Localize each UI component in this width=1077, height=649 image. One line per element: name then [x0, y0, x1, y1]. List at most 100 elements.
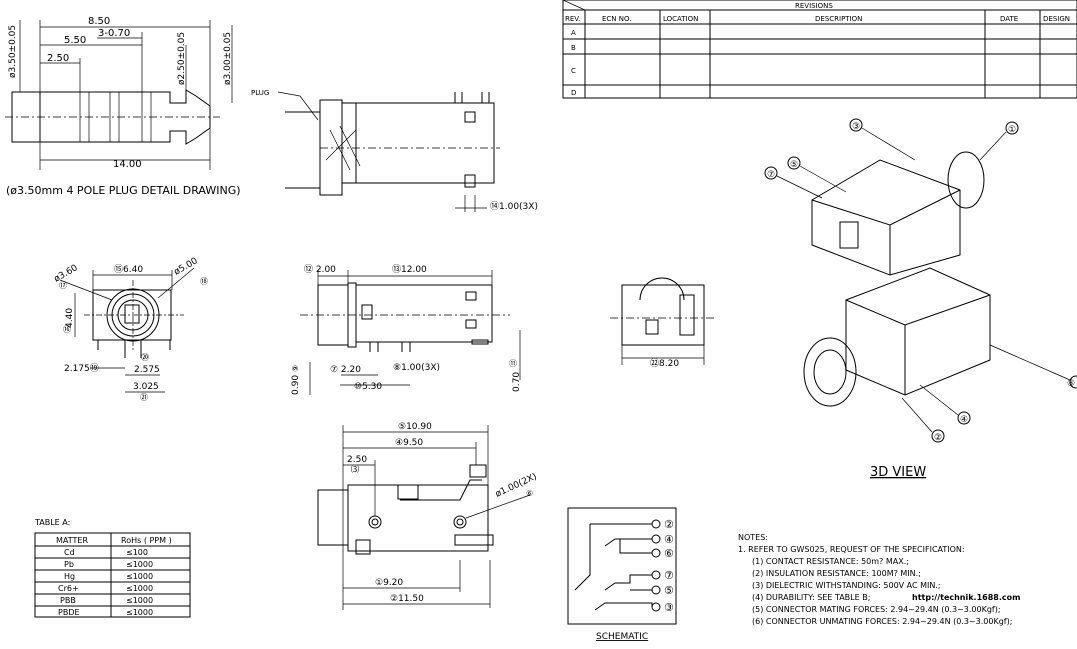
- front-balloon-17: ⑰: [59, 281, 67, 290]
- bottom-dim-overall: ⑤10.90: [398, 422, 432, 432]
- rev-row-d: D: [571, 89, 576, 97]
- top-view-drawing: [300, 270, 521, 395]
- notes-url[interactable]: http://technik.1688.com: [912, 593, 1020, 602]
- table-a-value-cd: ≤100: [126, 548, 148, 557]
- bottom-dim-pitch: ①9.20: [375, 578, 403, 588]
- table-a-title: TABLE A:: [34, 518, 70, 527]
- plug-caption: (ø3.50mm 4 POLE PLUG DETAIL DRAWING): [6, 184, 241, 197]
- table-a-value-pb: ≤1000: [126, 560, 153, 569]
- iso-balloon-circle-2: [931, 429, 945, 443]
- bottom-balloon-6: ⑥: [526, 489, 533, 498]
- plug-dim-dia-tip: ø2.50±0.05: [177, 32, 187, 85]
- top-dim-pin-height: 0.90: [291, 375, 301, 395]
- rev-header-ecn: ECN NO.: [602, 15, 631, 23]
- rev-header-description: DESCRIPTION: [815, 15, 862, 23]
- rev-header-rev: REV.: [565, 15, 580, 23]
- table-a-row-pb: Pb: [64, 560, 74, 569]
- front-view-drawing: [59, 267, 195, 393]
- rev-header-date: DATE: [1000, 15, 1018, 23]
- plug-dim-total: 14.00: [113, 159, 142, 170]
- bottom-view-drawing: [317, 425, 531, 610]
- table-a-row-cr6: Cr6+: [58, 584, 79, 593]
- front-dim-pin-span: 3.025: [133, 382, 159, 392]
- iso-balloon-3: ③: [852, 122, 860, 132]
- plug-dim-length: 8.50: [88, 16, 110, 27]
- notes-line-5: (4) DURABILITY: SEE TABLE B;: [752, 593, 870, 602]
- front-balloon-18: ⑱: [200, 277, 208, 286]
- iso-balloon-circle-7: [764, 166, 778, 180]
- notes-line-4: (3) DIELECTRIC WITHSTANDING: 500V AC MIN…: [752, 581, 941, 590]
- front-dim-pin-pitch: 2.575: [134, 365, 160, 375]
- schematic-caption: SCHEMATIC: [596, 632, 648, 642]
- notes-line-1: 1. REFER TO GWS025, REQUEST OF THE SPECI…: [738, 545, 965, 554]
- schematic-pin-3: ③: [664, 601, 674, 614]
- rev-row-c: C: [571, 67, 576, 75]
- schematic-pin-5: ⑤: [664, 584, 674, 597]
- top-dim-pin-pos: ⑦ 2.20: [330, 365, 361, 375]
- top-dim-pin-width: ⑧1.00(3X): [393, 363, 440, 373]
- bottom-dim-hole: 2.50: [347, 455, 367, 465]
- table-a-row-pbb: PBB: [60, 596, 76, 605]
- schematic-pin-7: ⑦: [664, 569, 674, 582]
- bottom-dim-body: ④9.50: [395, 438, 423, 448]
- iso-balloon-4: ④: [960, 415, 968, 425]
- end-view-drawing: [610, 277, 715, 365]
- iso-balloon-7: ⑦: [767, 170, 775, 180]
- side-view-drawing: [277, 91, 500, 212]
- schematic-pin-4: ④: [664, 533, 674, 546]
- front-balloon-20: ⑳: [141, 353, 149, 362]
- iso-balloon-circle-6: [1069, 375, 1077, 389]
- notes-line-6: (5) CONNECTOR MATING FORCES: 2.94~29.4N …: [752, 605, 1001, 614]
- notes-title: NOTES:: [738, 533, 768, 542]
- top-balloon-11: ⑪: [509, 359, 517, 368]
- schematic-pin-2: ②: [664, 518, 674, 531]
- top-dim-front: ⑫ 2.00: [304, 264, 336, 275]
- front-balloon-21: ㉑: [140, 393, 148, 402]
- end-dim-width: ㉒8.20: [650, 358, 679, 369]
- table-a-grid: [34, 532, 191, 618]
- iso-balloon-circle-1: [1005, 121, 1019, 135]
- top-dim-tab: 0.70: [512, 372, 522, 392]
- iso-balloon-2: ②: [934, 433, 942, 443]
- plug-dim-dia-body: ø3.50±0.05: [8, 25, 18, 78]
- bottom-dim-span: ②11.50: [390, 594, 424, 604]
- iso-balloon-circle-5: [787, 156, 801, 170]
- iso-view-drawing: [776, 127, 1071, 433]
- front-dim-width: ⑮6.40: [114, 264, 143, 275]
- schematic-pin-6: ⑥: [664, 547, 674, 560]
- front-dim-height: 4.40: [65, 308, 75, 328]
- plug-dim-rings: 3-0.70: [98, 28, 130, 39]
- iso-view-caption: 3D VIEW: [870, 465, 926, 480]
- table-a-value-pbb: ≤1000: [126, 596, 153, 605]
- iso-balloon-circle-4: [957, 411, 971, 425]
- iso-balloon-6: ⑥: [1067, 379, 1075, 389]
- revisions-title: REVISIONS: [795, 2, 833, 10]
- iso-balloon-5: ⑤: [790, 160, 798, 170]
- top-dim-length: ⑬12.00: [392, 264, 427, 275]
- rev-row-a: A: [571, 29, 576, 37]
- table-a-value-cr6: ≤1000: [126, 584, 153, 593]
- plug-dim-tip: 2.50: [47, 53, 69, 64]
- iso-balloon-1: ①: [1008, 125, 1016, 135]
- table-a-value-hg: ≤1000: [126, 572, 153, 581]
- revisions-table: [562, 0, 1077, 99]
- top-balloon-9: ⑨: [291, 365, 300, 372]
- notes-line-7: (6) CONNECTOR UNMATING FORCES: 2.94~29.4…: [752, 617, 1012, 626]
- top-dim-pin-span: ⑩5.30: [354, 382, 382, 392]
- table-a-header-matter: MATTER: [56, 536, 88, 545]
- iso-balloon-circle-3: [849, 118, 863, 132]
- schematic-drawing: [567, 507, 677, 625]
- rev-header-design: DESIGN: [1043, 15, 1070, 23]
- plug-label: PLUG: [251, 89, 269, 97]
- table-a-value-pbde: ≤1000: [126, 608, 153, 617]
- notes-line-3: (2) INSULATION RESISTANCE: 100M? MIN.;: [752, 569, 921, 578]
- notes-line-2: (1) CONTACT RESISTANCE: 50m? MAX.;: [752, 557, 909, 566]
- plug-detail-drawing: [5, 20, 233, 170]
- table-a-header-rohs: RoHs ( PPM ): [121, 536, 172, 545]
- front-dim-pin-offset: 2.175⑲: [64, 363, 99, 374]
- table-a-row-cd: Cd: [64, 548, 75, 557]
- table-a-row-hg: Hg: [64, 572, 75, 581]
- front-balloon-16: ⑯: [63, 325, 71, 334]
- plug-dim-mid: 5.50: [64, 35, 86, 46]
